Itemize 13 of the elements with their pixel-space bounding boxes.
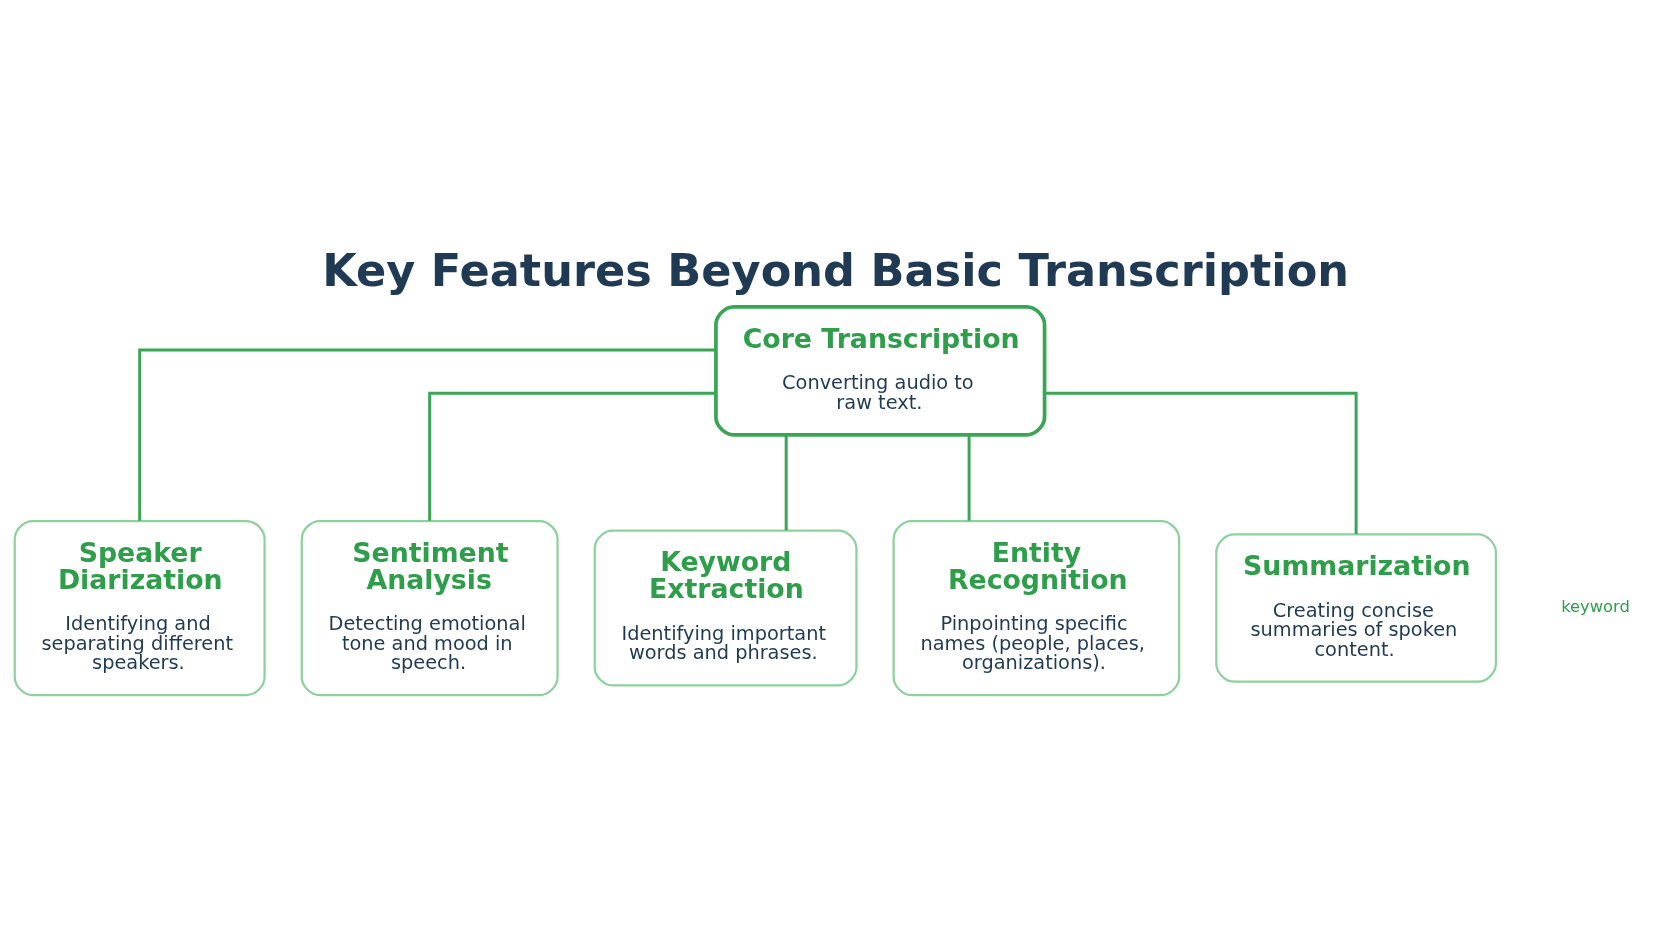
connector bbox=[784, 435, 788, 531]
diagram-title: Key Features Beyond Basic Transcription bbox=[322, 245, 1350, 298]
node-box: Entity Recognition Pinpointing specific names (people, places, organizations). bbox=[892, 519, 1181, 697]
node-box: Summarization Creating concise summaries of spoken content. bbox=[1215, 533, 1497, 683]
connector bbox=[967, 435, 971, 521]
connector bbox=[428, 391, 716, 521]
label: keyword bbox=[1561, 597, 1630, 617]
node-box: Core Transcription Converting audio to raw text. bbox=[714, 305, 1047, 437]
connector bbox=[138, 348, 716, 521]
node-box: Speaker Diarization Identifying and separating different speakers. bbox=[13, 519, 266, 697]
node-box: Sentiment Analysis Detecting emotional tone and mood in speech. bbox=[300, 519, 559, 697]
connector bbox=[1044, 391, 1358, 535]
node-box: Keyword Extraction Identifying important words and phrases. bbox=[593, 529, 858, 687]
